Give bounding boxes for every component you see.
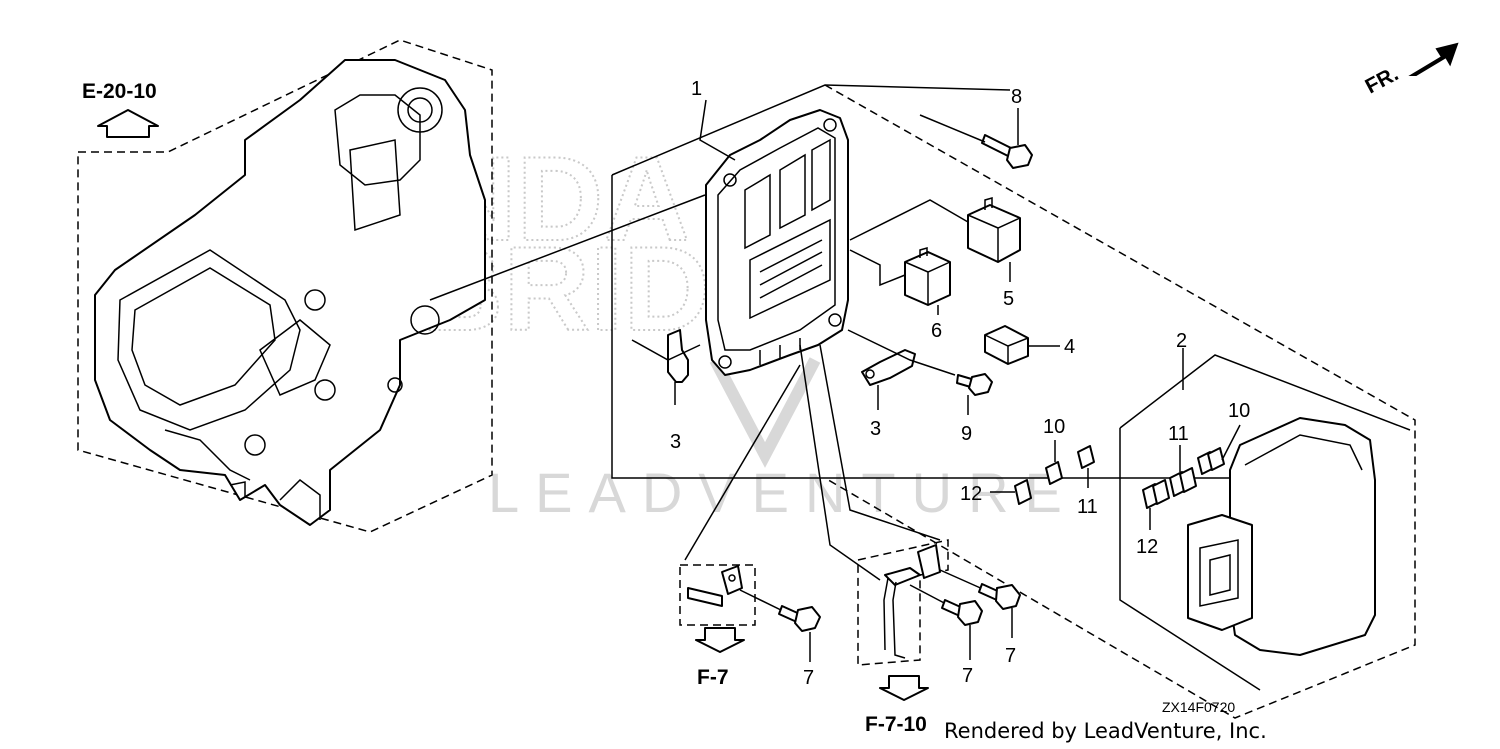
bolt-7-c-head: [995, 584, 1021, 610]
ground-terminal-a[interactable]: [687, 565, 743, 607]
leader-10-b: [1221, 424, 1241, 461]
callout-8[interactable]: 8: [1011, 86, 1022, 108]
ground-terminal-b[interactable]: [883, 544, 941, 659]
bolt-9-head: [968, 373, 993, 396]
fuse-box[interactable]: [705, 109, 849, 376]
engine-housing[interactable]: [77, 39, 493, 533]
bolt-7-a[interactable]: [778, 605, 821, 632]
callout-6[interactable]: 6: [931, 320, 942, 342]
front-direction-indicator: FR.: [1362, 42, 1459, 98]
front-reference-label: FR.: [1362, 62, 1403, 98]
callout-7-c[interactable]: 7: [1005, 645, 1016, 667]
diagram-code: ZX14F0720: [1162, 699, 1235, 715]
callout-11-b[interactable]: 11: [1168, 423, 1189, 445]
assembly-2-inner-top: [1119, 354, 1411, 431]
wiring-b-reference-label[interactable]: F-7-10: [865, 713, 927, 736]
leader-3-left-box: [631, 339, 701, 361]
callout-4[interactable]: 4: [1064, 336, 1075, 358]
bolt-7-b-head: [957, 600, 983, 626]
cover-shell: [1229, 417, 1376, 656]
ground-terminal-b-lead: [884, 567, 921, 586]
leader-engine-to-box: [429, 194, 706, 301]
fuse-10-a-body: [1045, 461, 1063, 485]
assembly-1-boundary-left: [611, 175, 1245, 479]
callout-2[interactable]: 2: [1176, 330, 1187, 352]
fuse-12-a-body: [1014, 479, 1032, 505]
callout-10-b[interactable]: 10: [1228, 400, 1250, 422]
relay-5[interactable]: [967, 197, 1021, 263]
fuse-11-a[interactable]: [1077, 445, 1095, 469]
callout-7-a[interactable]: 7: [803, 667, 814, 689]
callout-12-b[interactable]: 12: [1136, 536, 1158, 558]
assembly-2-boundary: [824, 84, 1416, 719]
leader-7-c-line: [939, 569, 986, 591]
terminal-3-right[interactable]: [861, 349, 916, 386]
ground-terminal-b-plate: [917, 544, 941, 579]
fuse-10-b[interactable]: [1197, 447, 1225, 475]
bolt-7-c[interactable]: [978, 583, 1021, 610]
bolt-7-b[interactable]: [941, 599, 983, 626]
leadventure-watermark: LEADVENTURE: [488, 461, 1078, 524]
cover-latch: [1187, 514, 1253, 631]
bolt-8-head: [1006, 144, 1033, 169]
front-arrow-icon: [1408, 42, 1459, 76]
callout-3-right[interactable]: 3: [870, 418, 881, 440]
down-arrow-icon: [695, 627, 745, 653]
fuse-10-a[interactable]: [1045, 461, 1063, 485]
callout-10-a[interactable]: 10: [1043, 416, 1065, 438]
callout-9[interactable]: 9: [961, 423, 972, 445]
leader-wiring-c: [819, 344, 941, 541]
callout-1[interactable]: 1: [691, 78, 702, 100]
bolt-8[interactable]: [981, 134, 1033, 169]
assembly-2-inner-left: [1119, 428, 1261, 691]
leader-wiring-b: [799, 344, 881, 581]
rendered-by-credit: Rendered by LeadVenture, Inc.: [944, 719, 1267, 743]
ground-terminal-a-plate: [721, 565, 743, 595]
relay-6[interactable]: [904, 247, 951, 306]
leader-6-box: [849, 249, 906, 287]
bolt-9[interactable]: [956, 373, 993, 396]
wiring-group-a-boundary: [679, 564, 756, 626]
wiring-a-reference-label[interactable]: F-7: [697, 666, 729, 689]
leader-7-b-line: [909, 584, 949, 606]
engine-housing-body: [94, 59, 486, 526]
callout-11-a[interactable]: 11: [1077, 496, 1098, 518]
relay-5-body: [967, 204, 1021, 263]
fuse-12-b[interactable]: [1142, 479, 1170, 509]
leadventure-logo-icon: [709, 357, 821, 468]
connector-4[interactable]: [984, 325, 1029, 365]
leader-3-right-box: [847, 329, 956, 376]
fuse-11-a-body: [1077, 445, 1095, 469]
terminal-3-right-body: [861, 349, 916, 386]
callout-3-left[interactable]: 3: [670, 431, 681, 453]
leader-1: [699, 99, 736, 161]
engine-housing-boundary: [77, 39, 493, 533]
fuse-12-a[interactable]: [1014, 479, 1032, 505]
leader-5-box: [849, 199, 969, 241]
leader-8-box: [919, 114, 986, 143]
fuse-11-b[interactable]: [1169, 467, 1197, 497]
fuse-box-cover[interactable]: [1187, 417, 1376, 656]
bolt-7-a-head: [794, 606, 821, 632]
callout-12-a[interactable]: 12: [960, 483, 982, 505]
callout-5[interactable]: 5: [1003, 288, 1014, 310]
leader-7-a-line: [739, 589, 786, 613]
callout-7-b[interactable]: 7: [962, 665, 973, 687]
leader-wiring-a: [684, 364, 801, 561]
down-arrow-b-icon: [879, 675, 929, 701]
ground-terminal-a-lead: [687, 587, 723, 607]
up-arrow-icon: [97, 109, 159, 138]
engine-reference-label[interactable]: E-20-10: [82, 80, 157, 103]
